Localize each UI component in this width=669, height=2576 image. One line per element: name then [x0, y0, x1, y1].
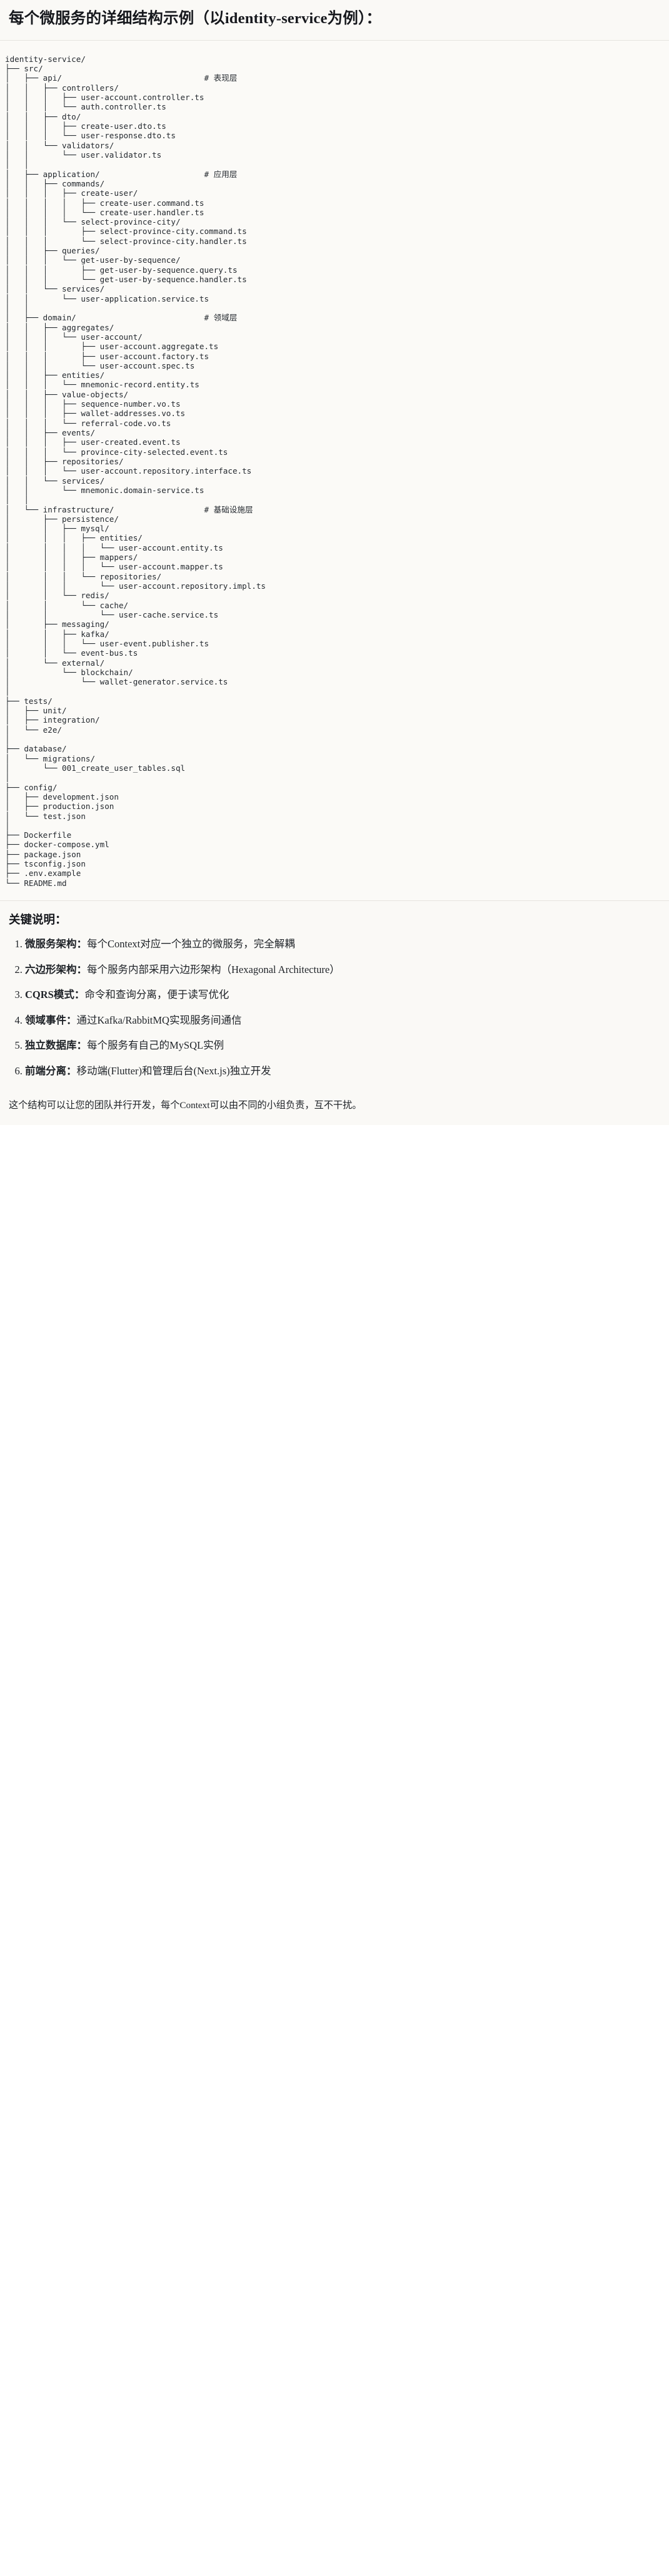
note-description: 每个服务有自己的MySQL实例 — [87, 1039, 224, 1052]
list-item: 领域事件：通过Kafka/RabbitMQ实现服务间通信 — [25, 1012, 660, 1029]
page-title: 每个微服务的详细结构示例（以identity-service为例）： — [9, 10, 382, 27]
note-term: 前端分离 — [25, 1064, 66, 1077]
note-description: 通过Kafka/RabbitMQ实现服务间通信 — [76, 1014, 242, 1026]
directory-tree-section: identity-service/ ├── src/ │ ├── api/ # … — [0, 40, 669, 902]
note-term: 六边形架构 — [25, 963, 77, 975]
list-item: CQRS模式：命令和查询分离，便于读写优化 — [25, 987, 660, 1003]
note-separator: ： — [76, 1039, 88, 1052]
list-item: 微服务架构：每个Context对应一个独立的微服务，完全解耦 — [25, 936, 660, 952]
note-separator: ： — [66, 1064, 77, 1077]
note-term: 领域事件 — [25, 1014, 66, 1026]
title-section: 每个微服务的详细结构示例（以identity-service为例）： — [0, 0, 669, 41]
note-term: CQRS模式 — [25, 989, 74, 1001]
closing-paragraph: 这个结构可以让您的团队并行开发，每个Context可以由不同的小组负责，互不干扰… — [9, 1100, 362, 1111]
note-term: 微服务架构 — [25, 938, 77, 950]
note-separator: ： — [76, 963, 88, 975]
directory-tree: identity-service/ ├── src/ │ ├── api/ # … — [5, 54, 266, 888]
note-separator: ： — [76, 938, 88, 950]
list-item: 独立数据库：每个服务有自己的MySQL实例 — [25, 1037, 660, 1054]
note-description: 每个Context对应一个独立的微服务，完全解耦 — [87, 938, 295, 950]
key-notes-section: 关键说明： 微服务架构：每个Context对应一个独立的微服务，完全解耦 六边形… — [0, 901, 669, 1095]
list-item: 前端分离：移动端(Flutter)和管理后台(Next.js)独立开发 — [25, 1063, 660, 1079]
key-notes-heading: 关键说明： — [9, 914, 67, 927]
key-notes-list: 微服务架构：每个Context对应一个独立的微服务，完全解耦 六边形架构：每个服… — [9, 936, 660, 1079]
note-separator: ： — [66, 1014, 77, 1026]
document-page: 每个微服务的详细结构示例（以identity-service为例）： ident… — [0, 0, 669, 1125]
note-description: 移动端(Flutter)和管理后台(Next.js)独立开发 — [76, 1064, 271, 1077]
note-separator: ： — [74, 989, 85, 1001]
note-term: 独立数据库 — [25, 1039, 77, 1052]
closing-section: 这个结构可以让您的团队并行开发，每个Context可以由不同的小组负责，互不干扰… — [0, 1094, 669, 1125]
note-description: 每个服务内部采用六边形架构（Hexagonal Architecture） — [87, 963, 340, 975]
note-description: 命令和查询分离，便于读写优化 — [84, 989, 229, 1001]
list-item: 六边形架构：每个服务内部采用六边形架构（Hexagonal Architectu… — [25, 962, 660, 978]
